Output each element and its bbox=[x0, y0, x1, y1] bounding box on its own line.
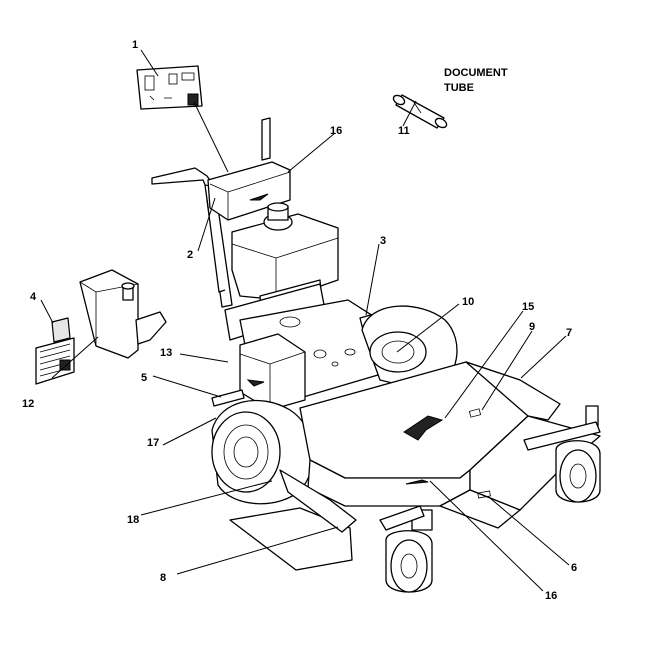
callout-labels: 1 2 3 4 5 6 7 8 9 10 11 12 13 15 16 16 1… bbox=[22, 39, 577, 602]
front-guard bbox=[211, 333, 306, 411]
callout-9: 9 bbox=[529, 321, 535, 333]
callout-5: 5 bbox=[141, 372, 147, 384]
document-tube-note: DOCUMENT TUBE bbox=[444, 67, 508, 94]
callout-1: 1 bbox=[132, 39, 138, 51]
decal-sheet bbox=[136, 65, 203, 110]
callout-18: 18 bbox=[127, 514, 139, 526]
left-caster-wheel bbox=[379, 505, 433, 593]
callout-12: 12 bbox=[22, 398, 34, 410]
callout-16-bottom: 16 bbox=[545, 590, 557, 602]
mower-deck bbox=[299, 361, 601, 529]
callout-7: 7 bbox=[566, 327, 572, 339]
callout-6: 6 bbox=[571, 562, 577, 574]
callout-17: 17 bbox=[147, 437, 159, 449]
callout-3: 3 bbox=[380, 235, 386, 247]
discharge-chute bbox=[229, 469, 357, 571]
leader-lines bbox=[40, 49, 570, 592]
handlebar bbox=[151, 117, 271, 308]
callout-10: 10 bbox=[462, 296, 474, 308]
callout-13: 13 bbox=[160, 347, 172, 359]
callout-2: 2 bbox=[187, 249, 193, 261]
callout-15: 15 bbox=[522, 301, 534, 313]
note-line-1: DOCUMENT bbox=[444, 67, 508, 79]
fuel-tank bbox=[51, 269, 167, 359]
document-tube bbox=[392, 94, 448, 129]
callout-16-top: 16 bbox=[330, 125, 342, 137]
warning-decal bbox=[35, 337, 75, 385]
right-caster-wheel bbox=[523, 405, 601, 503]
callout-8: 8 bbox=[160, 572, 166, 584]
callout-4: 4 bbox=[30, 291, 37, 303]
note-line-2: TUBE bbox=[444, 82, 474, 94]
callout-11: 11 bbox=[398, 125, 410, 137]
